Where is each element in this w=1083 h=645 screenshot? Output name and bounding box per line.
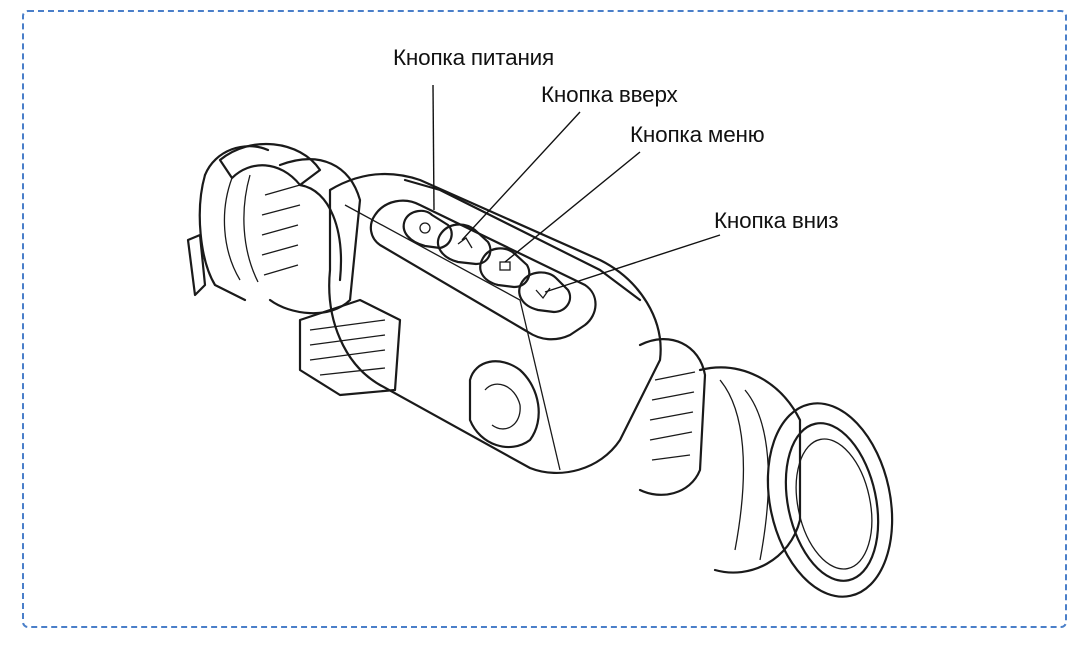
leader-menu <box>504 151 641 263</box>
battery-cap <box>468 360 540 449</box>
scope-body <box>298 172 662 475</box>
dashed-frame <box>22 10 1067 628</box>
down-button-shape <box>518 271 572 314</box>
power-button-shape <box>402 209 453 250</box>
menu-button-label: Кнопка меню <box>630 122 765 147</box>
up-button-shape <box>436 223 492 266</box>
power-button-label: Кнопка питания <box>393 45 555 70</box>
focus-ring <box>261 158 362 315</box>
eyepiece <box>638 338 894 598</box>
up-button-label: Кнопка вверх <box>541 82 678 107</box>
leader-down <box>544 234 721 293</box>
objective-cap <box>186 142 322 302</box>
down-button-label: Кнопка вниз <box>714 208 839 233</box>
leader-up <box>461 111 581 241</box>
leader-power <box>432 84 435 211</box>
